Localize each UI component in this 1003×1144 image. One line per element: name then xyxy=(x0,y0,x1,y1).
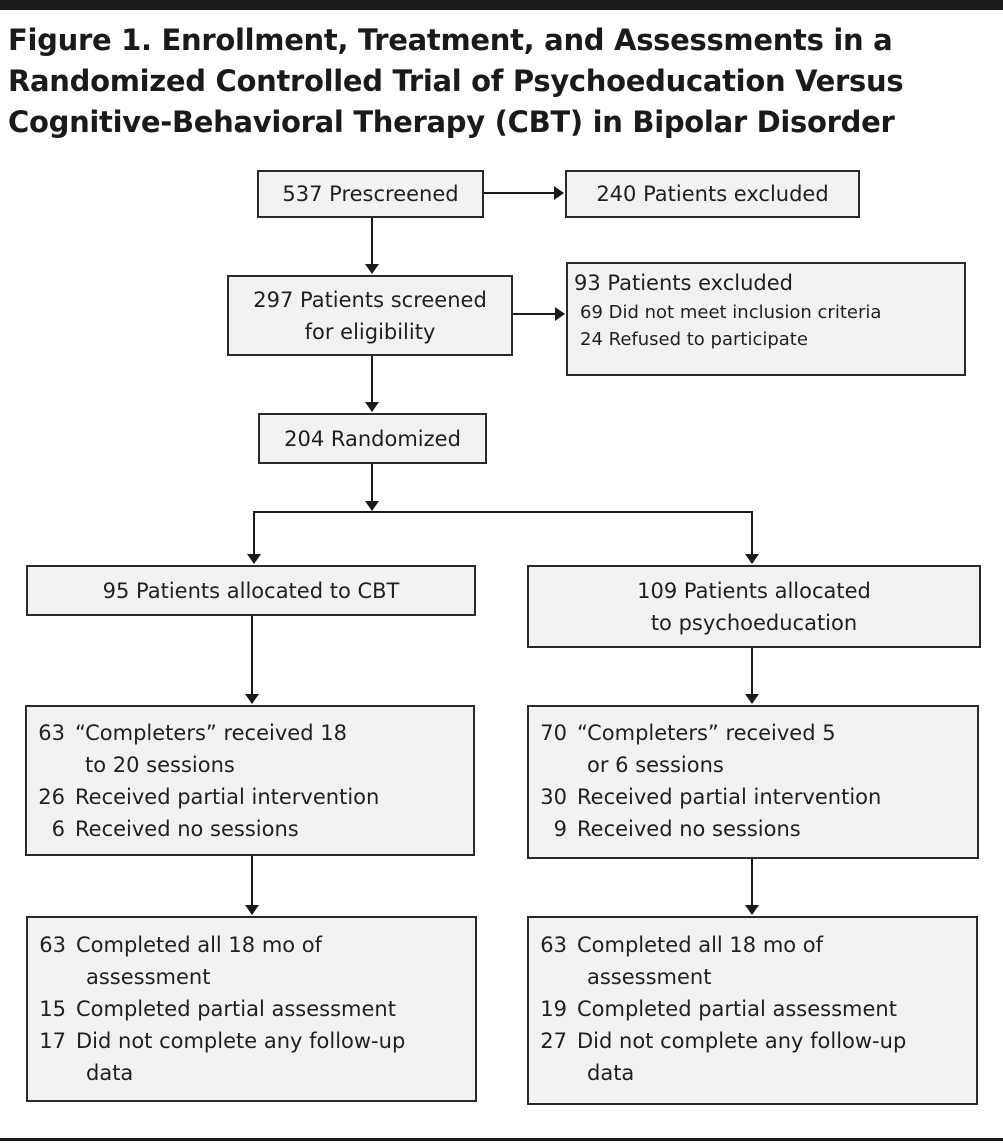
cbt-assessment-row: 17 Did not complete any follow-up xyxy=(28,1025,475,1057)
psy-allocation-line-1: 109 Patients allocated xyxy=(637,578,871,603)
excluded-reason-inclusion: 69 Did not meet inclusion criteria xyxy=(580,302,882,323)
psy-allocation-line-2: to psychoeducation xyxy=(650,610,858,635)
count: 63 xyxy=(39,933,66,957)
psy-treatment-box: 70“Completers” received 5 or 6 sessions … xyxy=(527,705,979,859)
psy-assessment-row: 27 Did not complete any follow-up xyxy=(529,1025,976,1057)
cbt-assessment-row: 63 Completed all 18 mo of xyxy=(28,929,475,961)
count: 27 xyxy=(540,1029,567,1053)
count: 15 xyxy=(39,997,66,1021)
excluded-reason-refused: 24 Refused to participate xyxy=(580,329,808,350)
description-continued: data xyxy=(587,1061,635,1085)
description-continued: assessment xyxy=(587,965,712,989)
count: 26 xyxy=(38,785,65,809)
prescreened-label: 537 Prescreened xyxy=(282,182,459,206)
description: Received partial intervention xyxy=(75,785,380,809)
count: 9 xyxy=(553,817,567,841)
count: 6 xyxy=(51,817,65,841)
description-continued: to 20 sessions xyxy=(85,753,235,777)
excluded-prescreen-box: 240 Patients excluded xyxy=(565,170,860,218)
description: Received no sessions xyxy=(75,817,299,841)
description: Completed all 18 mo of xyxy=(76,933,323,957)
figure-title: Figure 1. Enrollment, Treatment, and Ass… xyxy=(8,20,998,143)
description: Received no sessions xyxy=(577,817,801,841)
screened-box: 297 Patients screened for eligibility xyxy=(227,275,513,356)
title-line-1: Figure 1. Enrollment, Treatment, and Ass… xyxy=(8,23,893,57)
title-line-2: Randomized Controlled Trial of Psychoedu… xyxy=(8,64,904,98)
cbt-allocation-label: 95 Patients allocated to CBT xyxy=(102,578,400,603)
cbt-treatment-box: 63 “Completers” received 18 to 20 session… xyxy=(25,705,475,856)
psy-treatment-row: 30 Received partial intervention xyxy=(529,781,977,813)
description-continued: assessment xyxy=(86,965,211,989)
cbt-treatment-row: 63 “Completers” received 18 xyxy=(27,717,473,749)
cbt-treatment-row: 6 Received no sessions xyxy=(27,813,473,845)
top-rule xyxy=(0,0,1003,10)
cbt-assessment-box: 63 Completed all 18 mo of assessment 15 Co… xyxy=(26,916,477,1102)
excluded-screen-box: 93 Patients excluded 69 Did not meet inc… xyxy=(566,262,966,376)
description: “Completers” received 18 xyxy=(75,721,347,745)
count: 70 xyxy=(540,721,567,745)
excluded-screen-header: 93 Patients excluded xyxy=(574,271,794,295)
count: 30 xyxy=(540,785,567,809)
count: 63 xyxy=(38,721,65,745)
description: Completed all 18 mo of xyxy=(577,933,824,957)
branch-line xyxy=(253,511,753,563)
description: Received partial intervention xyxy=(577,785,882,809)
cbt-allocation-box: 95 Patients allocated to CBT xyxy=(26,565,476,616)
screened-label-line-1: 297 Patients screened xyxy=(253,287,487,312)
psy-assessment-row: 19 Completed partial assessment xyxy=(529,993,976,1025)
bottom-rule xyxy=(0,1138,1003,1141)
psy-allocation-box: 109 Patients allocated to psychoeducatio… xyxy=(527,565,981,648)
description: Did not complete any follow-up xyxy=(577,1029,907,1053)
prescreened-box: 537 Prescreened xyxy=(257,170,484,218)
cbt-assessment-row: 15 Completed partial assessment xyxy=(28,993,475,1025)
psy-assessment-row: 63 Completed all 18 mo of xyxy=(529,929,976,961)
description: Completed partial assessment xyxy=(76,997,396,1021)
excluded-prescreen-label: 240 Patients excluded xyxy=(596,182,829,206)
count: 17 xyxy=(39,1029,66,1053)
description-continued: or 6 sessions xyxy=(587,753,724,777)
psy-treatment-row: 70 “Completers” received 5 xyxy=(529,717,977,749)
psy-assessment-box: 63 Completed all 18 mo of assessment 19 Co… xyxy=(527,916,978,1105)
screened-label-line-2: for eligibility xyxy=(304,319,436,344)
description: Completed partial assessment xyxy=(577,997,897,1021)
cbt-treatment-row: 26 Received partial intervention xyxy=(27,781,473,813)
description: Did not complete any follow-up xyxy=(76,1029,406,1053)
psy-treatment-row: 9 Received no sessions xyxy=(529,813,977,845)
count: 63 xyxy=(540,933,567,957)
description: “Completers” received 5 xyxy=(577,721,836,745)
description-continued: data xyxy=(86,1061,134,1085)
count: 19 xyxy=(540,997,567,1021)
randomized-box: 204 Randomized xyxy=(258,413,487,464)
randomized-label: 204 Randomized xyxy=(284,426,461,451)
title-line-3: Cognitive-Behavioral Therapy (CBT) in Bi… xyxy=(8,105,895,139)
